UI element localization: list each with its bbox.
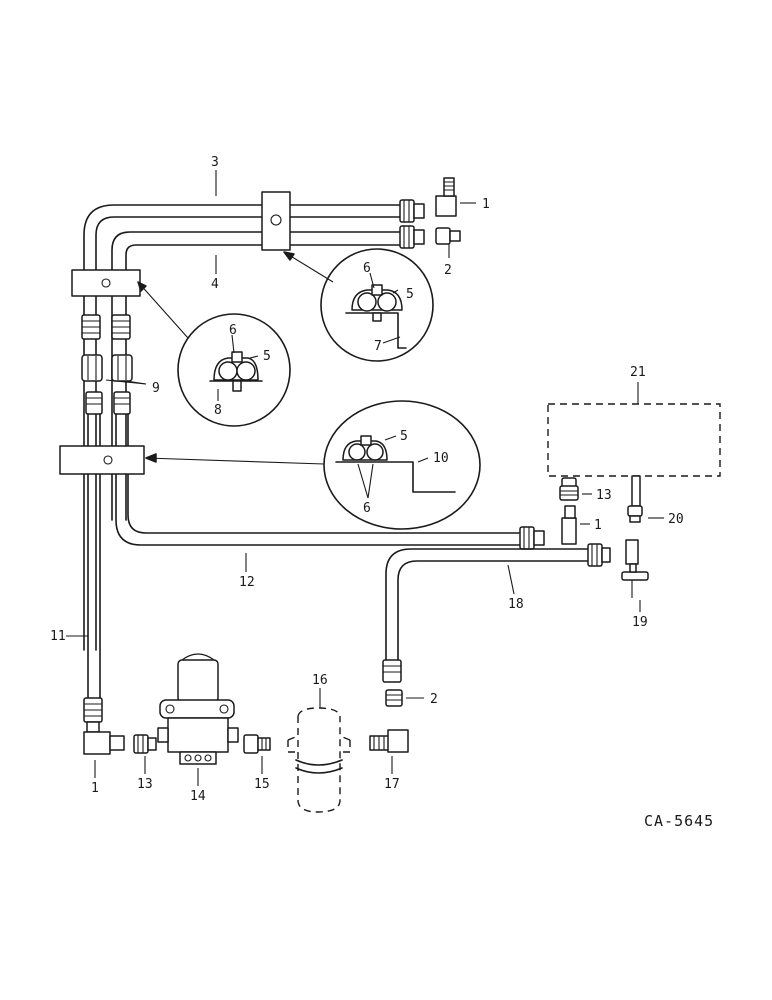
callout-6-middle: 6: [363, 501, 371, 516]
left-clamp-block: [71, 269, 141, 297]
connector-2-bottom: [385, 689, 403, 707]
callout-6-left: 6: [229, 323, 237, 338]
callout-8: 8: [214, 403, 222, 418]
tube-3: [83, 204, 403, 651]
callout-19: 19: [632, 615, 648, 630]
connector-2-top: [435, 227, 461, 245]
callout-17: 17: [384, 777, 400, 792]
tube-3-end-nut: [399, 199, 425, 223]
tube-end-nuts-lower: [85, 391, 131, 415]
elbow-fitting-1-top: [435, 177, 457, 217]
leader-arrows: [137, 251, 334, 465]
callout-11: 11: [50, 629, 66, 644]
callout-10: 10: [433, 451, 449, 466]
union-fittings: [81, 354, 133, 382]
tube-18-lower-nut: [382, 659, 402, 683]
callout-4: 4: [211, 277, 219, 292]
detail-circle-middle: [323, 400, 481, 530]
callout-5-right: 5: [406, 287, 414, 302]
callout-7: 7: [374, 339, 382, 354]
callout-15: 15: [254, 777, 270, 792]
tube-4: [111, 231, 403, 521]
tee-fitting-19: [621, 539, 649, 598]
callout-14: 14: [190, 789, 206, 804]
drawing-code: CA-5645: [644, 812, 714, 830]
callout-13-right: 13: [596, 488, 612, 503]
detail-circle-right: [320, 248, 434, 362]
connector-13-right: [559, 477, 579, 501]
upper-clamp-block: [261, 191, 291, 251]
callout-5-middle: 5: [400, 429, 408, 444]
tube-12: [115, 413, 523, 546]
callout-1-bottom: 1: [91, 781, 99, 796]
callout-13-bottom: 13: [137, 777, 153, 792]
callout-12: 12: [239, 575, 255, 590]
connector-15: [243, 734, 271, 754]
callout-9: 9: [152, 381, 160, 396]
tube-end-nuts-left: [81, 314, 131, 340]
component-21-outline: [547, 403, 721, 477]
detail-circle-left: [177, 313, 291, 427]
callout-16: 16: [312, 673, 328, 688]
callout-18: 18: [508, 597, 524, 612]
tube-11-end-nut: [83, 697, 103, 733]
filter-16: [287, 707, 351, 813]
callout-21: 21: [630, 365, 646, 380]
connector-13-bottom: [133, 734, 157, 754]
callout-20: 20: [668, 512, 684, 527]
valve-20: [627, 475, 643, 523]
callout-6-right: 6: [363, 261, 371, 276]
callout-5-left: 5: [263, 349, 271, 364]
callout-1-middle: 1: [594, 518, 602, 533]
middle-clamp-block: [59, 445, 145, 475]
tube-12-end-nut: [519, 526, 545, 550]
callout-3: 3: [211, 155, 219, 170]
callout-leaders: [66, 170, 664, 786]
callout-2-bottom: 2: [430, 692, 438, 707]
callout-2-top: 2: [444, 263, 452, 278]
elbow-fitting-1-bottom: [83, 731, 125, 755]
tube-18-end-nut: [587, 543, 611, 567]
elbow-fitting-1-mid: [561, 505, 577, 545]
tube-18: [385, 548, 591, 669]
callout-1-top: 1: [482, 197, 490, 212]
tube-4-end-nut: [399, 225, 425, 249]
fuel-pump-14: [157, 653, 239, 765]
elbow-fitting-17: [369, 729, 409, 753]
